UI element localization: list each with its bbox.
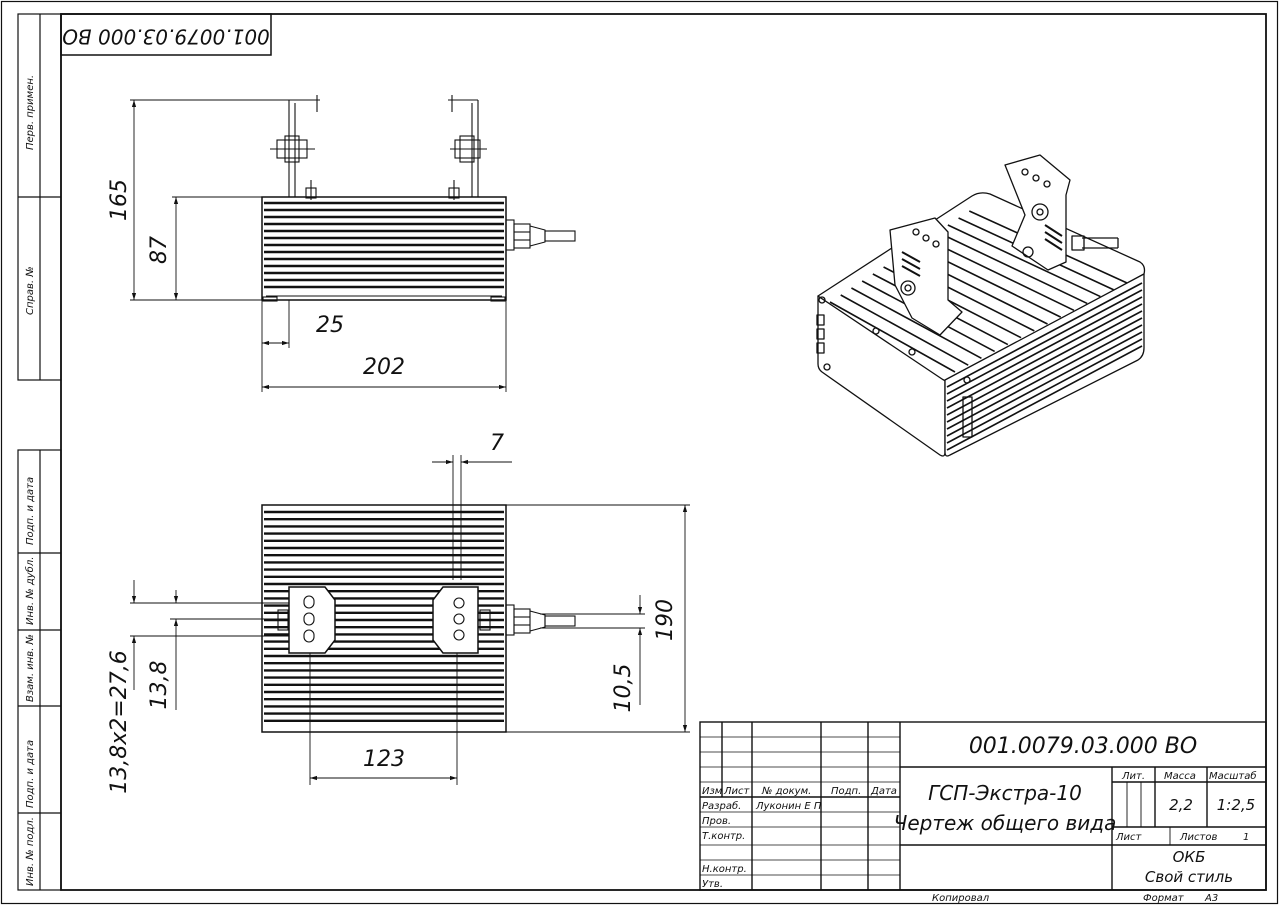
tb-role-utv: Утв. — [702, 879, 723, 890]
tb-role-tkontr: Т.контр. — [702, 831, 745, 842]
dim-bracket-span: 123 — [363, 747, 405, 772]
heatsink-fin — [840, 294, 969, 366]
heatsink-fin — [946, 296, 1143, 402]
label-podp-data-1: Подп. и дата — [25, 477, 36, 545]
dim-body-width: 190 — [653, 599, 678, 641]
dim-hole-gap: 7 — [490, 431, 504, 456]
plan-view-dimensions — [130, 455, 690, 785]
plan-view — [261, 504, 576, 733]
label-vzam-inv: Взам. инв. № — [25, 634, 36, 702]
heatsink-fin — [946, 324, 1143, 430]
tb-role-prov: Пров. — [702, 816, 731, 827]
heatsink-fin — [946, 282, 1143, 388]
side-view-dimensions — [130, 99, 507, 392]
isometric-view — [816, 154, 1146, 457]
tb-org-line-2: Свой стиль — [1145, 868, 1233, 886]
heatsink-fin — [946, 317, 1143, 423]
label-inv-podl: Инв. № подл. — [25, 817, 36, 886]
label-inv-dubl: Инв. № дубл. — [24, 557, 36, 625]
tb-col-podp: Подп. — [831, 786, 861, 797]
tb-org-line-1: ОКБ — [1173, 848, 1206, 866]
heatsink-fin — [946, 310, 1143, 416]
doc-number-box — [60, 13, 272, 56]
tb-masshtab-label: Масштаб — [1209, 770, 1257, 782]
heatsink-fin — [947, 224, 1101, 298]
tb-col-data: Дата — [870, 786, 897, 797]
tb-listov-label: Листов — [1179, 832, 1217, 843]
tb-product-name: ГСП-Экстра-10 — [928, 781, 1082, 805]
tb-massa-label: Масса — [1164, 771, 1196, 782]
side-margin — [17, 13, 62, 891]
heatsink-fin — [946, 338, 1143, 444]
tb-col-doc: № докум. — [761, 786, 811, 797]
heatsink-fin — [936, 231, 1088, 305]
tb-col-list: Лист — [723, 786, 751, 797]
dim-bracket-offset: 25 — [316, 313, 344, 338]
dim-slot-spacing-total: 13,8х2=27,6 — [107, 650, 132, 793]
heatsink-fin — [946, 345, 1143, 451]
tb-masshtab-value: 1:2,5 — [1217, 796, 1255, 814]
label-sprav-no: Справ. № — [25, 266, 36, 315]
dim-body-length: 202 — [363, 355, 405, 380]
label-podp-data-2: Подп. и дата — [25, 740, 36, 808]
tb-doc-number: 001.0079.03.000 ВО — [969, 734, 1197, 759]
dim-total-height: 165 — [107, 179, 132, 221]
tb-role-nkontr: Н.контр. — [702, 864, 747, 875]
tb-col-izm: Изм — [702, 786, 723, 797]
dim-gland-offset: 10,5 — [611, 664, 636, 713]
doc-number-rotated: 001.0079.03.000 ВО — [62, 25, 270, 49]
tb-role-razrab: Разраб. — [702, 800, 741, 812]
tb-format-label: Формат — [1143, 893, 1185, 904]
heatsink-fin — [851, 287, 982, 359]
tb-drawing-title: Чертеж общего вида — [894, 811, 1117, 835]
dim-slot-spacing: 13,8 — [147, 661, 172, 710]
tb-razrab-name: Луконин Е П — [755, 801, 822, 812]
heatsink-fin — [946, 303, 1143, 409]
label-perv-primen: Перв. примен. — [25, 75, 36, 150]
heatsink-fin — [926, 238, 1075, 312]
tb-list-label: Лист — [1115, 832, 1143, 843]
title-block — [699, 721, 1267, 891]
heatsink-fin — [946, 289, 1143, 395]
heatsink-fin — [829, 301, 956, 373]
tb-format-value: А3 — [1204, 893, 1218, 904]
heatsink-fin — [946, 331, 1143, 437]
tb-listov-value: 1 — [1243, 832, 1249, 843]
tb-massa-value: 2,2 — [1169, 796, 1193, 814]
tb-lit-label: Лит. — [1121, 771, 1145, 782]
tb-kopiroval: Копировал — [932, 893, 990, 904]
side-view — [261, 95, 576, 302]
dim-body-height: 87 — [147, 236, 172, 264]
